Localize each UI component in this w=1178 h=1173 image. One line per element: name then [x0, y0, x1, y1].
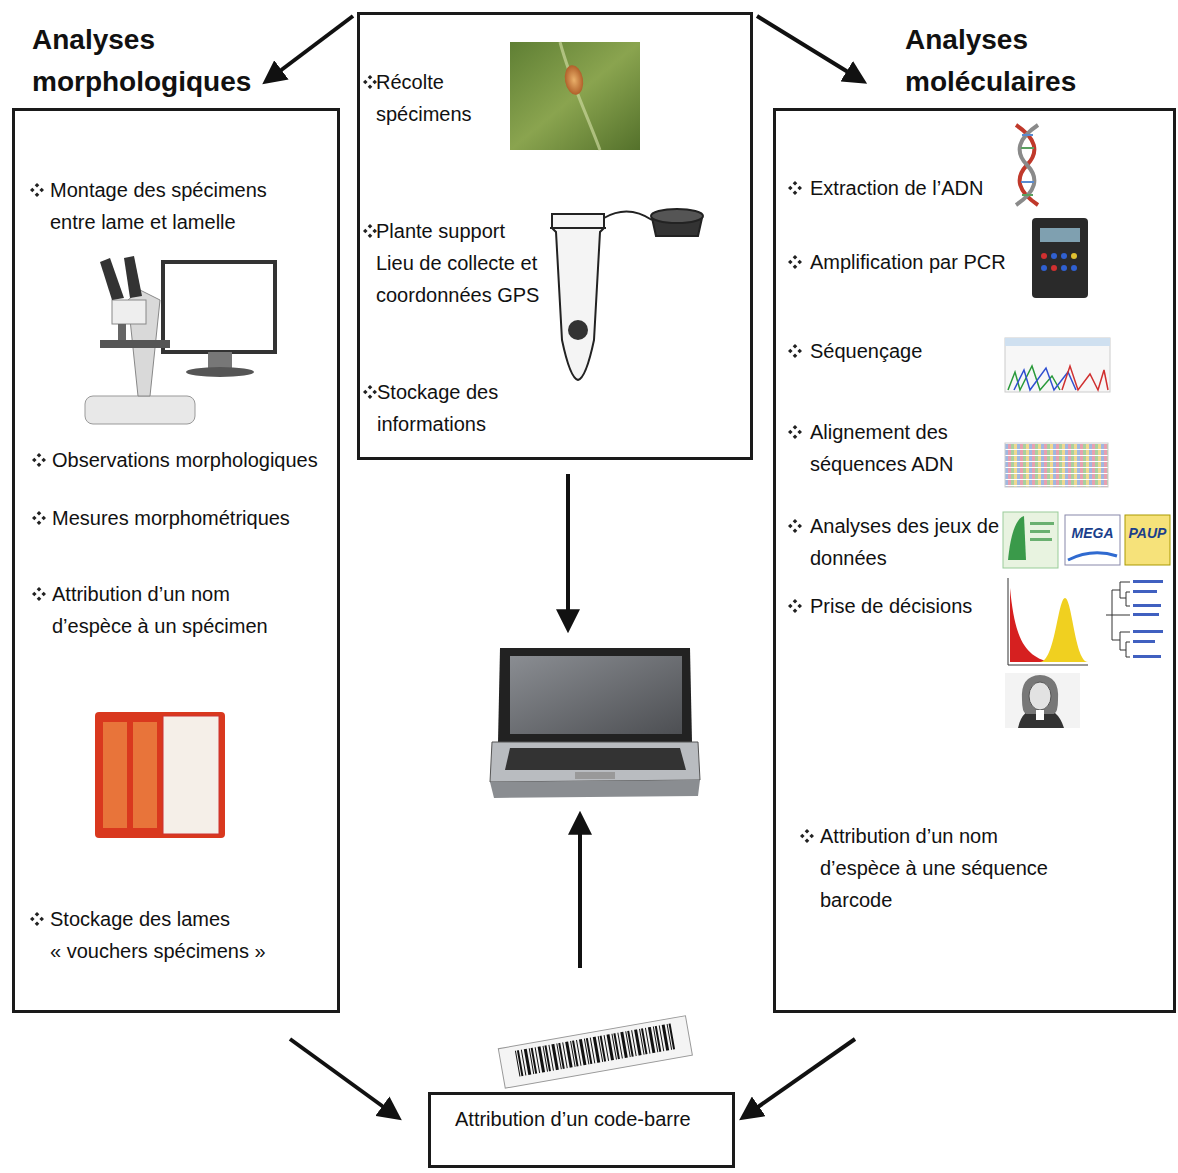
bullet-symbol — [788, 344, 802, 358]
step-text: Stockage des lames « vouchers spécimens … — [50, 903, 300, 967]
chromatogram-icon — [1005, 338, 1110, 392]
collection-box: Récolte spécimensPlante support Lieu de … — [357, 12, 753, 460]
step-row: Récolte spécimens — [363, 66, 501, 130]
step-row: Attribution d’un nom d’espèce à un spéci… — [32, 578, 297, 642]
step-row: Alignement des séquences ADN — [788, 416, 1000, 480]
flow-arrow — [566, 474, 570, 626]
step-row: Attribution d’un code-barre — [455, 1103, 717, 1135]
step-row: Analyses des jeux de données — [788, 510, 1000, 574]
logo-text: MEGA — [1065, 524, 1120, 542]
bullet-symbol — [788, 181, 802, 195]
alignment-icon — [1005, 443, 1108, 487]
flow-arrow — [745, 1039, 855, 1116]
step-text: Stockage des informations — [377, 376, 537, 440]
step-text: Attribution d’un nom d’espèce à une séqu… — [820, 820, 1060, 916]
phylogenetic-tree — [1106, 580, 1163, 658]
step-text: Attribution d’un nom d’espèce à un spéci… — [52, 578, 297, 642]
step-row: Attribution d’un nom d’espèce à une séqu… — [800, 820, 1060, 916]
step-row: Séquençage — [788, 335, 1010, 367]
pcr-machine-icon — [1032, 218, 1088, 298]
bullet-symbol — [363, 75, 377, 89]
molecular-panel: Analyses moléculairesExtraction de l’ADN… — [773, 18, 1176, 1013]
slide-box-illustration — [95, 712, 225, 838]
step-text: Séquençage — [810, 335, 1010, 367]
software-logos — [1003, 512, 1170, 568]
step-row: Amplification par PCR — [788, 246, 1025, 278]
bullet-symbol — [788, 425, 802, 439]
step-text: Attribution d’un code-barre — [455, 1103, 717, 1135]
bullet-symbol — [30, 183, 44, 197]
flow-arrow — [290, 1039, 396, 1116]
step-text: Analyses des jeux de données — [810, 510, 1000, 574]
morphology-panel: Analyses morphologiquesMontage des spéci… — [12, 18, 340, 1013]
step-text: Mesures morphométriques — [52, 502, 334, 534]
distribution-curves — [1008, 578, 1088, 665]
bullet-symbol — [800, 829, 814, 843]
step-row: Mesures morphométriques — [32, 502, 334, 534]
box-outline — [12, 108, 340, 1013]
bayes-portrait — [1005, 673, 1080, 728]
dna-icon — [1016, 125, 1038, 205]
step-row: Stockage des informations — [363, 376, 537, 440]
step-text: Montage des spécimens entre lame et lame… — [50, 174, 290, 238]
step-text: Récolte spécimens — [376, 66, 501, 130]
step-row: Extraction de l’ADN — [788, 172, 1010, 204]
step-row: Prise de décisions — [788, 590, 1010, 622]
bullet-symbol — [30, 912, 44, 926]
barcode-illustration — [498, 1016, 692, 1088]
bullet-symbol — [788, 599, 802, 613]
step-text: Prise de décisions — [810, 590, 1010, 622]
logo-text: PAUP — [1125, 524, 1170, 542]
section-heading-row: Analyses morphologiques — [32, 19, 292, 103]
bullet-symbol — [788, 519, 802, 533]
step-text: Alignement des séquences ADN — [810, 416, 1000, 480]
step-row: Plante support Lieu de collecte et coord… — [363, 215, 544, 311]
bullet-symbol — [363, 385, 377, 399]
bullet-symbol — [32, 453, 46, 467]
section-heading-row: Analyses moléculaires — [905, 19, 1115, 103]
bullet-symbol — [363, 224, 377, 238]
step-row: Observations morphologiques — [32, 444, 334, 476]
microscope-illustration — [85, 256, 275, 424]
step-text: Observations morphologiques — [52, 444, 334, 476]
bullet-symbol — [32, 511, 46, 525]
step-text: Amplification par PCR — [810, 246, 1025, 278]
step-text: Plante support Lieu de collecte et coord… — [376, 215, 544, 311]
laptop-illustration — [490, 648, 700, 798]
flow-arrow — [757, 16, 861, 80]
flow-arrow — [578, 818, 582, 968]
section-heading: Analyses moléculaires — [905, 19, 1115, 103]
step-row: Montage des spécimens entre lame et lame… — [30, 174, 290, 238]
step-text: Extraction de l’ADN — [810, 172, 1010, 204]
tube-illustration — [550, 209, 703, 380]
specimen-photo — [510, 42, 640, 150]
bullet-symbol — [32, 587, 46, 601]
step-row: Stockage des lames « vouchers spécimens … — [30, 903, 300, 967]
barcode-box: Attribution d’un code-barre — [428, 1092, 735, 1168]
section-heading: Analyses morphologiques — [32, 19, 292, 103]
flow-arrow — [268, 16, 353, 80]
bullet-symbol — [788, 255, 802, 269]
